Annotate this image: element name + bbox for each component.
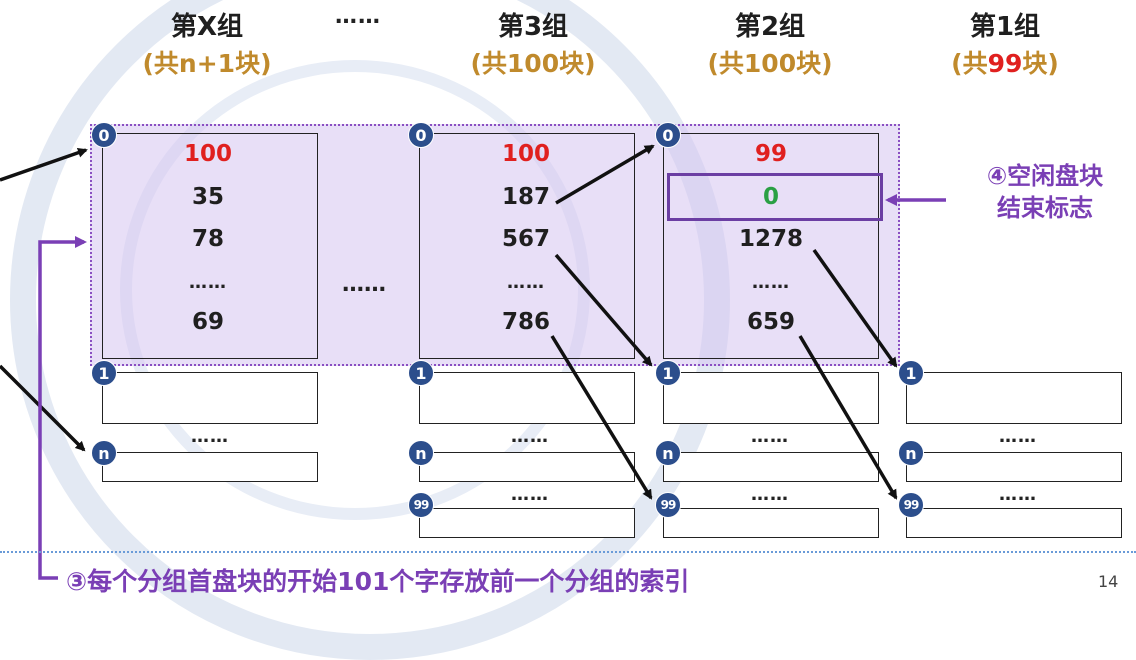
top-ellipsis: …… [335, 4, 381, 29]
index-badge-99: 99 [898, 492, 924, 518]
first-block-highlight-region [90, 124, 900, 366]
index-badge-1: 1 [655, 360, 681, 386]
group-3-value: 187 [501, 184, 550, 210]
group-2-count: (共100块) [707, 49, 833, 78]
arrow-567-to-group-2-block-1 [554, 253, 653, 367]
pointer-arrows [0, 144, 946, 580]
group-3-count: (共100块) [470, 49, 596, 78]
arrow-187-to-group-2 [555, 144, 655, 205]
group-x-value: 69 [191, 309, 224, 335]
group-x-count-value: 100 [183, 141, 232, 167]
end-marker-box [667, 173, 883, 221]
index-badge-99: 99 [655, 492, 681, 518]
group-1-count: (共99块) [951, 49, 1059, 78]
group-x-block-1 [102, 372, 318, 424]
group-x-value-ellipsis: …… [189, 272, 227, 293]
footer-divider [0, 551, 1136, 553]
group-2-slot-ellipsis-lower: …… [751, 484, 789, 505]
group-x-first-block [102, 133, 318, 359]
group-1-slot-ellipsis-lower: …… [999, 484, 1037, 505]
index-badge-n: n [655, 440, 681, 466]
arrow-into-group-x-0 [0, 147, 88, 182]
index-annotation-label: ③每个分组首盘块的开始101个字存放前一个分组的索引 [66, 567, 690, 596]
arrow-786-to-group-2-block-99 [550, 335, 653, 500]
group-1-block-1 [906, 372, 1122, 424]
group-3-block-1 [419, 372, 635, 424]
group-3-slot-ellipsis-lower: …… [511, 484, 549, 505]
end-marker-label: ④空闲盘块结束标志 [986, 162, 1104, 222]
group-1-title: 第1组 [969, 12, 1041, 42]
index-badge-n: n [898, 440, 924, 466]
index-badge-99: 99 [408, 492, 434, 518]
group-3-slot-ellipsis: …… [511, 426, 549, 447]
group-x-value: 35 [191, 184, 224, 210]
group-2-end-marker-value: 0 [762, 184, 779, 210]
group-x-title: 第X组 [170, 12, 244, 42]
bracket-index-annotation [38, 236, 87, 580]
group-x-count: (共n+1块) [142, 49, 272, 78]
group-2-value: 659 [746, 309, 795, 335]
group-2-slot-ellipsis: …… [751, 426, 789, 447]
group-3-value: 786 [501, 309, 550, 335]
index-badge-0: 0 [408, 122, 434, 148]
group-2-value: 1278 [738, 226, 803, 252]
group-2-count-value: 99 [754, 141, 787, 167]
group-1-slot-ellipsis: …… [999, 426, 1037, 447]
middle-ellipsis: …… [342, 272, 386, 297]
group-2-value-ellipsis: …… [752, 272, 790, 293]
index-badge-1: 1 [898, 360, 924, 386]
group-x-slot-ellipsis: …… [191, 426, 229, 447]
group-x-block-n [102, 452, 318, 482]
group-3-block-n [419, 452, 635, 482]
index-badge-0: 0 [91, 122, 117, 148]
group-2-title: 第2组 [734, 12, 806, 42]
index-badge-1: 1 [408, 360, 434, 386]
group-x-value: 78 [191, 226, 224, 252]
group-3-count-value: 100 [501, 141, 550, 167]
group-3-block-99 [419, 508, 635, 538]
index-badge-1: 1 [91, 360, 117, 386]
index-badge-0: 0 [655, 122, 681, 148]
index-badge-n: n [408, 440, 434, 466]
arrow-1278-to-group-1-block-1 [812, 248, 898, 368]
arrow-659-to-group-1-block-99 [798, 335, 898, 500]
group-2-first-block [663, 133, 879, 359]
group-3-value: 567 [501, 226, 550, 252]
group-1-block-99 [906, 508, 1122, 538]
group-1-block-n [906, 452, 1122, 482]
page-number: 14 [1098, 572, 1119, 591]
group-2-block-1 [663, 372, 879, 424]
group-3-title: 第3组 [497, 12, 569, 42]
arrow-into-group-x-n [0, 364, 86, 452]
group-3-first-block [419, 133, 635, 359]
group-2-block-99 [663, 508, 879, 538]
index-badge-n: n [91, 440, 117, 466]
group-2-block-n [663, 452, 879, 482]
group-3-value-ellipsis: …… [507, 272, 545, 293]
